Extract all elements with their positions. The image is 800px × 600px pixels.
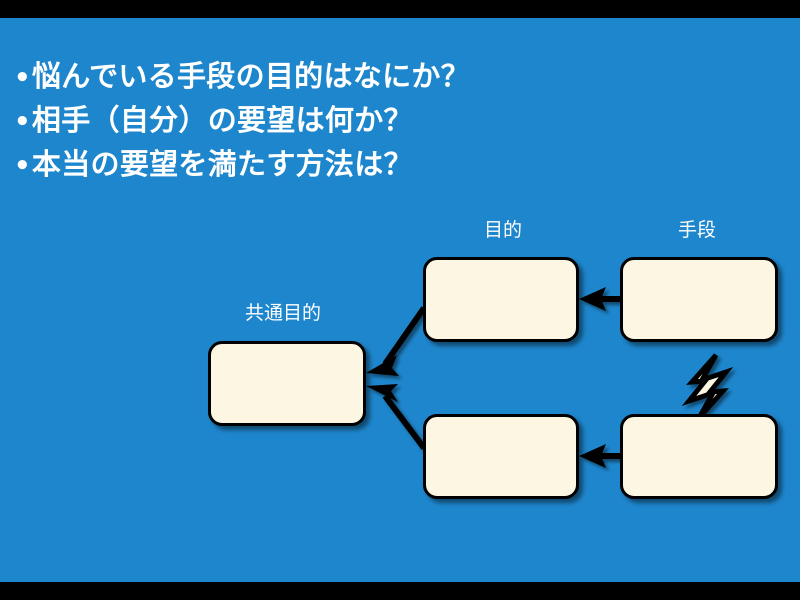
list-item: • 悩んでいる手段の目的はなにか？ [14,54,654,98]
arrow-means-to-purpose-bottom [579,444,620,468]
node-box-means-bottom[interactable] [620,414,778,499]
arrow-purpose-top-to-common-goal [366,306,427,376]
diagram-label-purpose: 目的 [483,219,522,241]
diagram-label-common-goal: 共通目的 [244,302,321,324]
conflict-resolution-diagram: 目的 手段 共通目的 [0,18,800,582]
bullet-text: 相手（自分）の要望は何か？ [31,103,413,138]
slide-canvas: • 悩んでいる手段の目的はなにか？ • 相手（自分）の要望は何か？ • 本当の要… [0,18,800,582]
node-box-purpose-top[interactable] [423,257,579,342]
list-item: • 本当の要望を満たす方法は？ [14,142,654,186]
node-box-purpose-bottom[interactable] [423,414,579,499]
arrow-means-to-purpose-top [579,287,620,311]
node-box-common-goal[interactable] [208,341,366,426]
bullet-marker-icon: • [14,63,31,93]
bullet-list: • 悩んでいる手段の目的はなにか？ • 相手（自分）の要望は何か？ • 本当の要… [14,54,654,186]
list-item: • 相手（自分）の要望は何か？ [14,98,654,142]
arrow-purpose-bottom-to-common-goal [366,384,427,450]
diagram-label-means: 手段 [677,219,716,241]
letterbox-bottom [0,582,800,600]
node-box-means-top[interactable] [620,257,778,342]
letterbox-top [0,0,800,18]
conflict-lightning-bolt-icon [681,353,734,420]
bullet-marker-icon: • [14,107,31,138]
bullet-text: 本当の要望を満たす方法は？ [31,147,413,182]
bullet-text: 悩んでいる手段の目的はなにか？ [31,59,470,93]
bullet-marker-icon: • [14,151,31,182]
